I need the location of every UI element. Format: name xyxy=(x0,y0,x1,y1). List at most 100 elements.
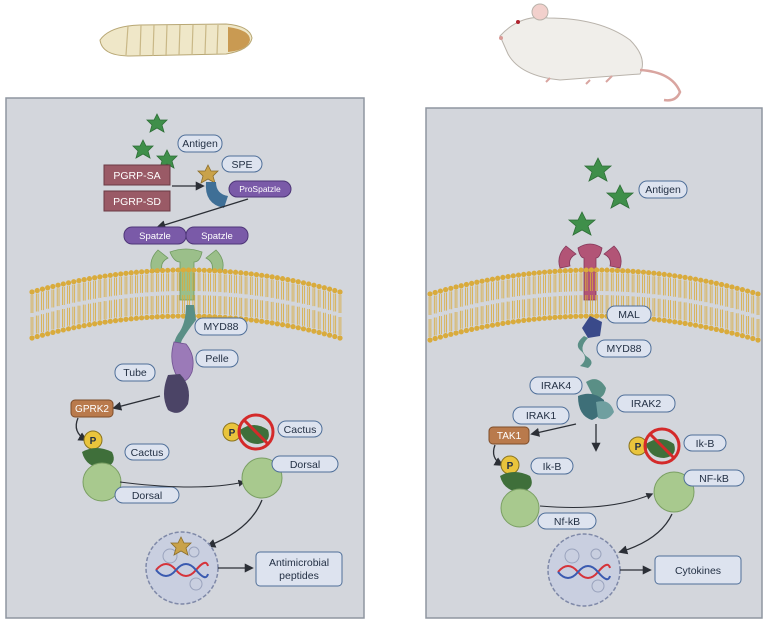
tube-label: Tube xyxy=(123,367,147,379)
lipid-head xyxy=(165,267,171,273)
lipid-head xyxy=(29,335,35,341)
lipid-head xyxy=(557,268,563,274)
lipid-head xyxy=(311,328,317,334)
lipid-head xyxy=(300,326,307,332)
lipid-head xyxy=(661,317,667,324)
lipid-head xyxy=(682,320,688,327)
lipid-head xyxy=(713,280,719,286)
lipid-head xyxy=(609,267,615,273)
lipid-head xyxy=(295,279,301,285)
lipid-head xyxy=(248,271,254,277)
lipid-head xyxy=(55,282,61,288)
lipid-head xyxy=(92,275,98,281)
lipid-head xyxy=(71,279,77,285)
lipid-head xyxy=(144,268,150,275)
lipid-head xyxy=(755,337,761,343)
lipid-head xyxy=(718,327,725,334)
lipid-head xyxy=(128,316,134,322)
antigen-star xyxy=(567,211,597,236)
mammal-membrane-lipids xyxy=(427,267,761,343)
lipid-head xyxy=(437,288,444,294)
lipid-head xyxy=(677,273,683,280)
lipid-head xyxy=(453,284,459,290)
lipid-head xyxy=(484,277,490,283)
lipid-head xyxy=(165,313,171,319)
lipid-head xyxy=(45,285,51,291)
lipid-head xyxy=(588,267,594,273)
cactus-label-box xyxy=(124,443,170,461)
spe-star-icon xyxy=(197,164,219,184)
lipid-head xyxy=(259,318,265,324)
lipid-head xyxy=(274,321,280,327)
lipid-head xyxy=(206,267,213,274)
irak4-label: IRAK4 xyxy=(541,380,572,392)
lipid-head xyxy=(672,319,678,325)
lipid-head xyxy=(133,269,140,275)
lipid-head xyxy=(264,273,270,279)
lipid-head xyxy=(118,271,124,277)
dorsal-free-label-box xyxy=(271,455,339,473)
lipid-head xyxy=(594,313,600,319)
lipid-head xyxy=(729,284,735,290)
lipid-head xyxy=(97,274,103,280)
lipid-head xyxy=(222,268,228,275)
lipid-head xyxy=(708,279,714,285)
lipid-head xyxy=(500,320,506,327)
lipid-head xyxy=(86,322,93,328)
lipid-head xyxy=(71,325,77,331)
lipid-head xyxy=(201,267,207,273)
lipid-head xyxy=(34,287,40,294)
lipid-head xyxy=(81,323,87,329)
antigen-star xyxy=(605,184,635,209)
lipid-head xyxy=(60,327,66,333)
cactus-label: Cactus xyxy=(131,447,164,459)
spatzle-label-1: Spatzle xyxy=(139,231,171,242)
lipid-head xyxy=(180,313,186,319)
prospatzle-cleavage-arrow xyxy=(156,198,249,230)
lipid-head xyxy=(557,314,563,320)
lipid-head xyxy=(217,268,223,274)
irak1-label: IRAK1 xyxy=(526,410,557,422)
insect-nucleus-icon xyxy=(145,531,219,605)
lipid-head xyxy=(253,272,260,278)
nfkb-label-box xyxy=(537,512,597,530)
irak1-label-box xyxy=(512,406,570,425)
lipid-head xyxy=(448,285,454,291)
lipid-head xyxy=(306,281,312,287)
lipid-head xyxy=(469,326,475,332)
myd88-adaptor-shape xyxy=(577,336,592,368)
gprk2-label: GPRK2 xyxy=(75,404,109,415)
phospho-label: P xyxy=(507,461,514,472)
lipid-head xyxy=(583,267,589,273)
lipid-head xyxy=(232,269,239,275)
nfkb-free-label: NF-kB xyxy=(699,473,729,485)
lipid-head xyxy=(484,323,490,329)
mal-label: MAL xyxy=(618,309,640,321)
cytokines-box xyxy=(654,555,742,585)
lipid-head xyxy=(65,326,72,332)
lipid-head xyxy=(614,267,621,274)
ikb-protein-shape xyxy=(500,472,532,492)
lipid-head xyxy=(573,267,579,273)
lipid-head xyxy=(625,268,631,274)
lipid-head xyxy=(474,325,480,331)
lipid-head xyxy=(86,276,93,282)
nfkb-protein-shape xyxy=(500,488,540,528)
pelle-label-box xyxy=(195,349,239,368)
lipid-head xyxy=(191,267,197,273)
lipid-head xyxy=(739,333,745,339)
lipid-head xyxy=(495,275,501,281)
lipid-head xyxy=(227,269,233,275)
lipid-head xyxy=(698,277,704,283)
lipid-head xyxy=(666,272,673,278)
lipid-head xyxy=(337,289,343,295)
lipid-head xyxy=(567,313,574,320)
lipid-head xyxy=(635,269,641,275)
lipid-head xyxy=(186,267,192,273)
antigen-label: Antigen xyxy=(182,138,218,150)
lipid-head xyxy=(295,325,301,331)
pgrp-sd-label: PGRP-SD xyxy=(113,196,161,208)
lipid-head xyxy=(321,331,327,337)
lipid-head xyxy=(489,322,496,328)
